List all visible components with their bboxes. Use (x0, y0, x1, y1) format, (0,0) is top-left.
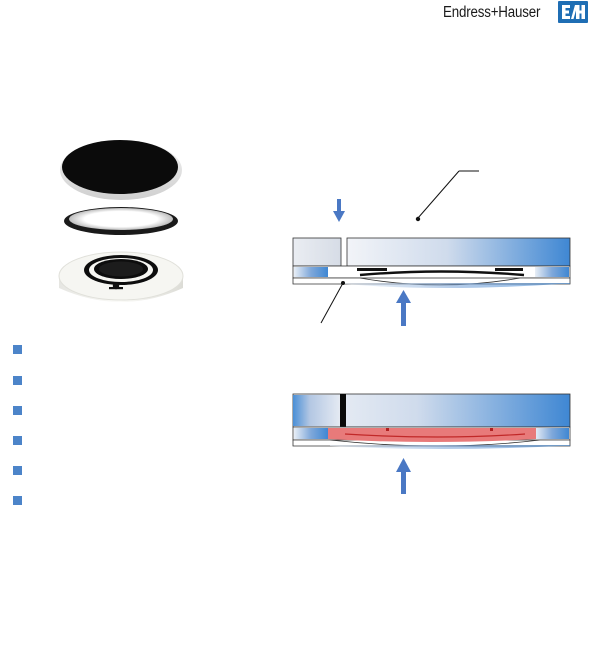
reference-pressure-block (292, 237, 342, 267)
bullet-marker (13, 376, 22, 385)
process-pressure-arrow (396, 458, 411, 494)
bullet-marker (13, 466, 22, 475)
ceramic-base-block (346, 237, 571, 267)
fill-oil-chamber (328, 428, 536, 442)
electrode (386, 428, 389, 431)
base-left-fill (293, 395, 341, 426)
electrode-deflected (359, 270, 525, 277)
bullet-marker (13, 436, 22, 445)
ceramic-base-body (58, 251, 184, 302)
leader-line (320, 282, 344, 324)
reference-pressure-arrow (333, 199, 345, 222)
process-pressure-arrow (396, 290, 411, 326)
bullet-marker (13, 406, 22, 415)
joint-layer-right-fill (535, 428, 569, 439)
bullet-marker (13, 345, 22, 354)
joint-layer-right-fill (535, 267, 569, 277)
electrode (495, 268, 523, 271)
diaphragm-shading (345, 283, 570, 288)
diaphragm-shading (330, 445, 570, 449)
electrode (490, 428, 493, 431)
solder-ring (64, 207, 178, 235)
joint-layer-left-fill (294, 428, 328, 439)
bullet-marker (13, 496, 22, 505)
brand-logo: Endress+Hauser (443, 1, 547, 25)
ceramic-sensor-exploded-illustration (58, 140, 184, 302)
bottom-cross-section (292, 393, 571, 494)
leader-line (417, 170, 460, 219)
endress-hauser-logo-icon (558, 1, 588, 23)
leader-dot (415, 216, 421, 222)
capillary-channel (340, 394, 346, 427)
company-name: Endress+Hauser (443, 4, 541, 21)
top-cross-section (292, 170, 571, 326)
joint-layer-left-fill (294, 267, 328, 277)
electrode (357, 268, 387, 271)
diaphragm-disc (60, 140, 182, 200)
electrode-deflected (344, 433, 526, 438)
